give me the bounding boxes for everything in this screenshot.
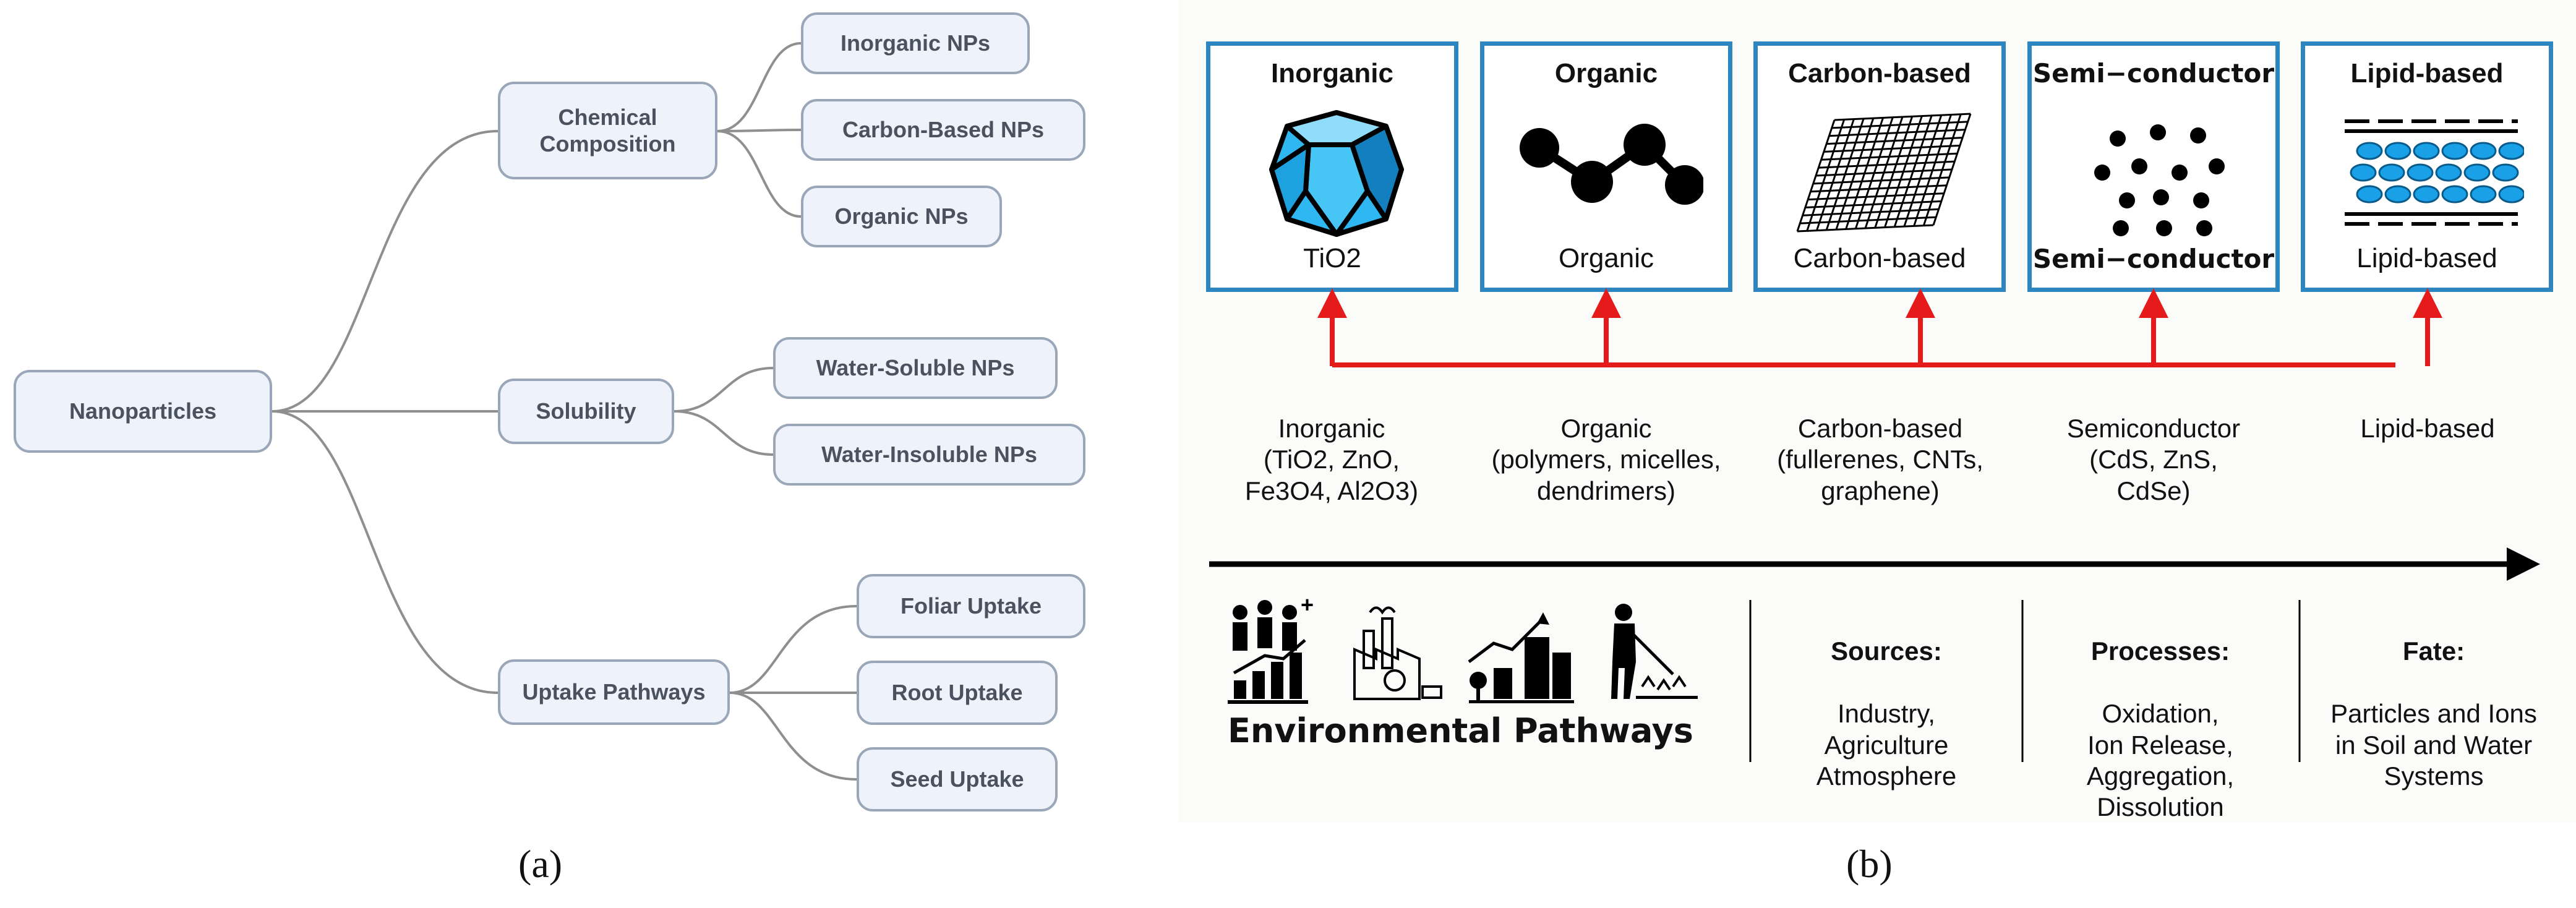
grid-line	[1884, 116, 1923, 228]
grid-line	[1922, 114, 1962, 226]
lipid-ellipse	[2441, 185, 2468, 203]
box-title: Inorganic	[1270, 58, 1394, 88]
env-sources-head: Sources:	[1831, 636, 1942, 666]
box-semiconductor: Semi−conductor Semi−conductor	[2027, 41, 2280, 292]
leaf-foliar-uptake: Foliar Uptake	[857, 574, 1085, 638]
env-fate-head: Fate:	[2402, 636, 2465, 666]
category-organic: Organic (polymers, micelles, dendrimers)	[1491, 414, 1721, 505]
connector-root-uptake	[272, 410, 499, 694]
box-subtitle: Semi−conductor	[2032, 244, 2275, 274]
grid-line	[1893, 115, 1933, 228]
lipid-ellipse	[2356, 142, 2383, 160]
grid-line	[1813, 176, 1949, 185]
people-growth-icon: +	[1228, 594, 1314, 704]
nanoparticle-types-panel: Inorganic TiO2 Organic	[1178, 0, 2576, 823]
grid-line	[1903, 114, 1943, 227]
crystal-icon	[1269, 110, 1404, 237]
grid-line	[1797, 224, 1934, 233]
lipid-ellipse	[2435, 163, 2462, 182]
leaf-water-insoluble-nps: Water-Insoluble NPs	[773, 424, 1085, 486]
grid-line	[1805, 200, 1941, 208]
lipid-ellipse	[2470, 185, 2497, 203]
mind-map-connectors	[272, 42, 857, 781]
lipid-ellipse	[2492, 163, 2519, 182]
env-fate: Fate: Particles and Ions in Soil and Wat…	[2304, 605, 2564, 823]
env-sources: Sources: Industry, Agriculture Atmospher…	[1757, 605, 2016, 823]
branch-solubility: Solubility	[498, 379, 674, 444]
lipid-ellipse	[2384, 185, 2411, 203]
branch-chemical-composition: Chemical Composition	[498, 82, 717, 179]
leaf-organic-nps: Organic NPs	[801, 186, 1002, 247]
box-title: Organic	[1554, 58, 1658, 88]
lipid-ellipse	[2413, 142, 2440, 160]
lipid-ellipse	[2350, 163, 2377, 182]
grid-line	[1932, 113, 1972, 226]
panel-b-label: (b)	[1846, 842, 1893, 886]
environmental-pathways-title: Environmental Pathways	[1228, 711, 1693, 750]
category-inorganic: Inorganic (TiO2, ZnO, Fe3O4, Al2O3)	[1244, 414, 1419, 505]
mind-map-panel: Nanoparticles Chemical Composition Solub…	[0, 0, 1126, 823]
city-growth-icon	[1468, 612, 1574, 703]
grid-line	[1810, 184, 1947, 193]
leaf-root-uptake: Root Uptake	[857, 661, 1058, 725]
category-semiconductor: Semiconductor (CdS, ZnS, CdSe)	[2066, 414, 2241, 505]
box-title: Semi−conductor	[2032, 58, 2275, 88]
box-subtitle: Organic	[1558, 243, 1654, 273]
box-subtitle: Lipid-based	[2356, 243, 2497, 273]
env-processes: Processes: Oxidation, Ion Release, Aggre…	[2030, 605, 2290, 854]
lipid-ellipse	[2441, 142, 2468, 160]
leaf-water-soluble-nps: Water-Soluble NPs	[773, 337, 1058, 399]
env-fate-body: Particles and Ions in Soil and Water Sys…	[2330, 699, 2537, 790]
leaf-carbon-based-nps: Carbon-Based NPs	[801, 99, 1085, 161]
graphene-sheet-icon	[1796, 113, 1972, 233]
root-node: Nanoparticles	[14, 370, 272, 453]
leaf-inorganic-nps: Inorganic NPs	[801, 12, 1030, 74]
box-subtitle: TiO2	[1303, 243, 1361, 273]
box-inorganic: Inorganic TiO2	[1206, 41, 1458, 292]
env-processes-body: Oxidation, Ion Release, Aggregation, Dis…	[2086, 699, 2235, 822]
molecule-chain-icon	[1520, 124, 1703, 205]
grid-line	[1802, 208, 1939, 216]
grid-line	[1800, 216, 1936, 225]
farmer-spraying-icon	[1611, 604, 1698, 699]
env-processes-head: Processes:	[2090, 636, 2230, 666]
grid-line	[1913, 114, 1952, 226]
leaf-seed-uptake: Seed Uptake	[857, 747, 1058, 812]
lipid-ellipse	[2498, 142, 2524, 160]
grid-line	[1874, 116, 1914, 228]
box-lipid-based: Lipid-based Lipid-based	[2301, 41, 2553, 292]
environmental-icons: +	[1228, 594, 1698, 704]
lipid-ellipse	[2463, 163, 2491, 182]
lipid-ellipse	[2407, 163, 2434, 182]
lipid-bilayer-icon	[2345, 119, 2524, 226]
lipid-ellipse	[2378, 163, 2405, 182]
grid-line	[1808, 192, 1945, 201]
panel-a-label: (a)	[518, 842, 563, 886]
branch-uptake-pathways: Uptake Pathways	[498, 659, 730, 725]
lipid-ellipse	[2413, 185, 2440, 203]
lipid-ellipse	[2384, 142, 2411, 160]
box-subtitle: Carbon-based	[1793, 243, 1966, 273]
dots-icon	[2094, 124, 2225, 236]
lipid-ellipse	[2470, 142, 2497, 160]
grid-line	[1815, 168, 1953, 177]
box-title: Carbon-based	[1788, 58, 1971, 88]
box-organic: Organic Organic	[1480, 41, 1732, 292]
svg-text:+: +	[1301, 594, 1314, 617]
lipid-ellipse	[2498, 185, 2524, 203]
category-lipid-based: Lipid-based	[2360, 414, 2495, 443]
lipid-ellipse	[2356, 185, 2383, 203]
box-carbon-based: Carbon-based Carbon-based	[1753, 41, 2006, 292]
box-title: Lipid-based	[2350, 58, 2504, 88]
env-sources-body: Industry, Agriculture Atmosphere	[1816, 699, 1957, 790]
category-carbon-based: Carbon-based (fullerenes, CNTs, graphene…	[1777, 414, 1983, 505]
connector-root-chemical	[272, 130, 499, 413]
factory-icon	[1353, 606, 1442, 700]
